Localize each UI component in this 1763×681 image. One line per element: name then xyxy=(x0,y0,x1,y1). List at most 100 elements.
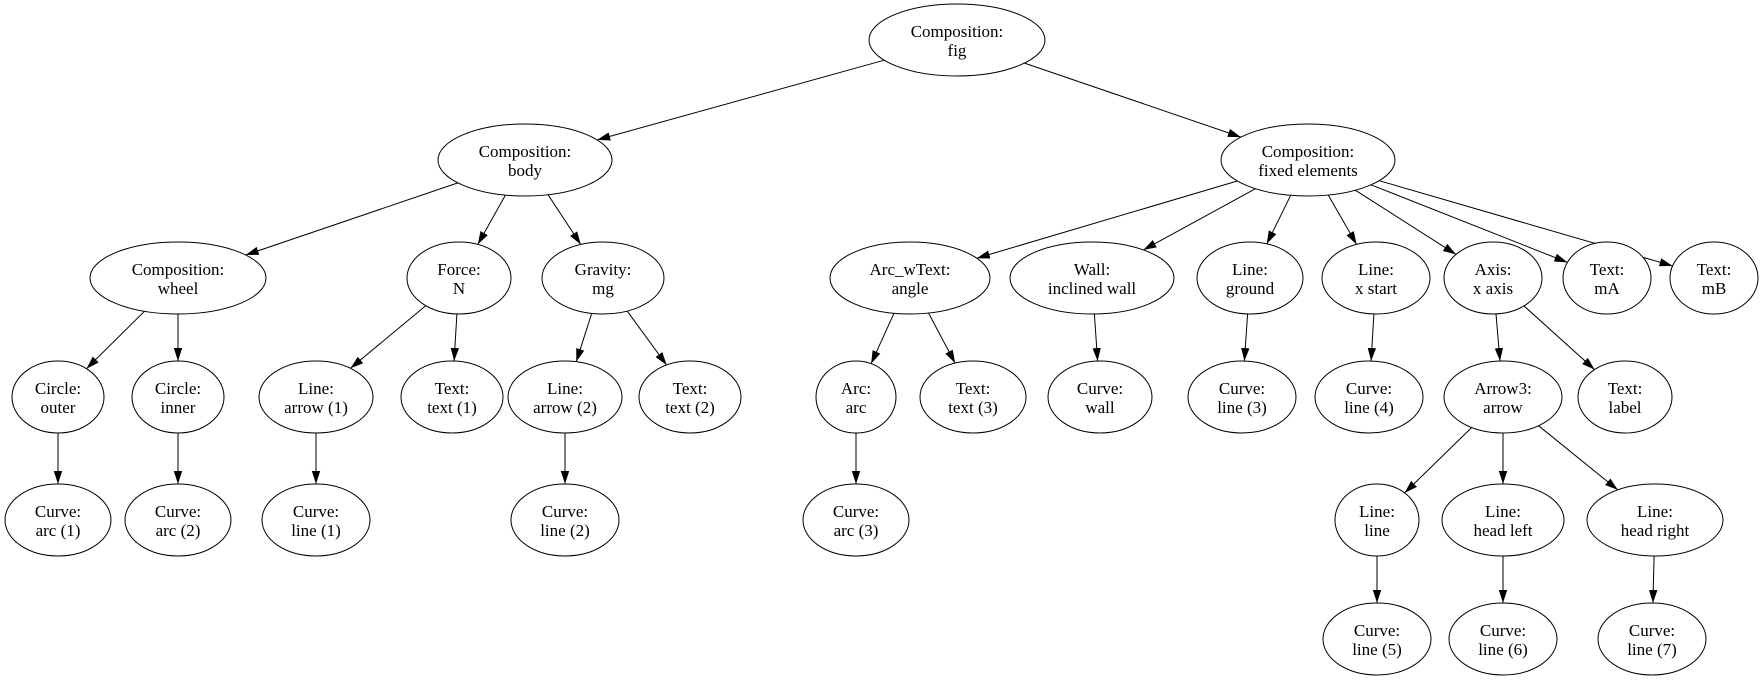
edge-arrow3-to-headright xyxy=(1538,425,1619,491)
node-fixed: Composition:fixed elements xyxy=(1220,123,1396,197)
node-arrow1-label-line2: arrow (1) xyxy=(284,398,348,417)
edge-forceN-to-arrow1 xyxy=(350,305,427,369)
node-carc3-label-line1: Curve: xyxy=(833,502,879,521)
node-cline7: Curve:line (7) xyxy=(1597,602,1707,676)
node-xstart-label-line1: Line: xyxy=(1358,260,1394,279)
node-carc3-label-line2: arc (3) xyxy=(834,521,879,540)
node-headleft: Line:head left xyxy=(1441,483,1565,557)
node-arrow3-label: Arrow3:arrow xyxy=(1474,379,1532,417)
node-text3: Text:text (3) xyxy=(919,360,1027,434)
node-cline1: Curve:line (1) xyxy=(261,483,371,557)
edge-wheel-to-outer xyxy=(86,310,145,370)
node-curvewall-label-line2: wall xyxy=(1085,398,1115,417)
edge-arcwtext-to-text3 xyxy=(928,312,956,364)
node-cline1-shape xyxy=(261,483,371,557)
node-arrow2-label-line2: arrow (2) xyxy=(533,398,597,417)
edge-fig-to-fixed xyxy=(1024,62,1242,138)
node-lineline-label-line1: Line: xyxy=(1359,502,1395,521)
node-arcarc-shape xyxy=(815,360,897,434)
node-cline6-label-line2: line (6) xyxy=(1478,640,1528,659)
node-headleft-label-line1: Line: xyxy=(1485,502,1521,521)
edge-forceN-to-text1 xyxy=(450,313,460,362)
node-cline2-label: Curve:line (2) xyxy=(540,502,590,540)
node-inner: Circle:inner xyxy=(131,360,225,434)
node-mA-label-line2: mA xyxy=(1594,279,1620,298)
node-arrow3-label-line1: Arrow3: xyxy=(1474,379,1532,398)
node-lineline-label: Line:line xyxy=(1359,502,1395,540)
edges xyxy=(53,59,1673,604)
node-outer-label: Circle:outer xyxy=(35,379,81,417)
node-carc2-label-line2: arc (2) xyxy=(156,521,201,540)
node-cline4-shape xyxy=(1314,360,1424,434)
node-wall-label-line1: Wall: xyxy=(1074,260,1110,279)
node-cline1-label-line1: Curve: xyxy=(293,502,339,521)
node-arrow1-shape xyxy=(258,360,374,434)
node-headright-label: Line:head right xyxy=(1621,502,1690,540)
node-body-label-line2: body xyxy=(508,161,543,180)
edge-body-to-wheel xyxy=(245,182,458,256)
node-mA: Text:mA xyxy=(1562,241,1652,315)
edge-axis-to-arrow3 xyxy=(1494,313,1504,362)
node-carc2: Curve:arc (2) xyxy=(124,483,232,557)
node-label-label-line1: Text: xyxy=(1608,379,1643,398)
node-cline3-label: Curve:line (3) xyxy=(1217,379,1267,417)
edge-axis-to-label xyxy=(1523,305,1595,370)
node-arrow2-shape xyxy=(507,360,623,434)
node-outer-label-line1: Circle: xyxy=(35,379,81,398)
node-cline5-label-line1: Curve: xyxy=(1354,621,1400,640)
node-curvewall-shape xyxy=(1047,360,1153,434)
node-body: Composition:body xyxy=(437,123,613,197)
node-arcarc-label: Arc:arc xyxy=(841,379,871,417)
node-inner-label-line1: Circle: xyxy=(155,379,201,398)
node-text2-label-line1: Text: xyxy=(673,379,708,398)
node-cline6-shape xyxy=(1448,602,1558,676)
edge-gravity-to-arrow2 xyxy=(575,313,593,362)
node-wall-label: Wall:inclined wall xyxy=(1048,260,1137,298)
node-inner-shape xyxy=(131,360,225,434)
edge-xstart-to-cline4 xyxy=(1367,313,1377,362)
node-fig-label-line2: fig xyxy=(948,41,967,60)
node-text1: Text:text (1) xyxy=(400,360,504,434)
node-lineline-shape xyxy=(1334,483,1420,557)
node-mB-label-line1: Text: xyxy=(1697,260,1732,279)
node-label-shape xyxy=(1577,360,1673,434)
node-carc3-shape xyxy=(802,483,910,557)
node-carc1-shape xyxy=(4,483,112,557)
node-text2-label: Text:text (2) xyxy=(665,379,715,417)
node-headleft-label: Line:head left xyxy=(1474,502,1533,540)
node-arcwtext-shape xyxy=(829,241,991,315)
node-cline4-label: Curve:line (4) xyxy=(1344,379,1394,417)
node-outer: Circle:outer xyxy=(11,360,105,434)
node-label: Text:label xyxy=(1577,360,1673,434)
node-cline4-label-line2: line (4) xyxy=(1344,398,1394,417)
node-cline7-label: Curve:line (7) xyxy=(1627,621,1677,659)
node-text1-label-line1: Text: xyxy=(435,379,470,398)
node-text3-label: Text:text (3) xyxy=(948,379,998,417)
node-cline2: Curve:line (2) xyxy=(510,483,620,557)
node-ground-label-line2: ground xyxy=(1226,279,1275,298)
node-forceN-shape xyxy=(406,241,512,315)
node-arcwtext: Arc_wText:angle xyxy=(829,241,991,315)
node-curvewall-label-line1: Curve: xyxy=(1077,379,1123,398)
node-cline3-shape xyxy=(1187,360,1297,434)
node-cline3-label-line2: line (3) xyxy=(1217,398,1267,417)
node-arrow2-label-line1: Line: xyxy=(547,379,583,398)
node-gravity-shape xyxy=(541,241,665,315)
node-ground: Line:ground xyxy=(1196,241,1304,315)
edge-fig-to-body xyxy=(597,59,885,141)
node-mB: Text:mB xyxy=(1669,241,1759,315)
node-forceN: Force:N xyxy=(406,241,512,315)
node-ground-label: Line:ground xyxy=(1226,260,1275,298)
node-carc3-label: Curve:arc (3) xyxy=(833,502,879,540)
node-carc1-label: Curve:arc (1) xyxy=(35,502,81,540)
node-cline5-label-line2: line (5) xyxy=(1352,640,1402,659)
node-gravity-label-line1: Gravity: xyxy=(575,260,632,279)
node-carc1-label-line2: arc (1) xyxy=(36,521,81,540)
node-inner-label: Circle:inner xyxy=(155,379,201,417)
node-arcwtext-label-line1: Arc_wText: xyxy=(870,260,951,279)
node-headright-shape xyxy=(1586,483,1724,557)
node-carc1: Curve:arc (1) xyxy=(4,483,112,557)
node-axis-label: Axis:x axis xyxy=(1473,260,1513,298)
node-gravity-label: Gravity:mg xyxy=(575,260,632,298)
